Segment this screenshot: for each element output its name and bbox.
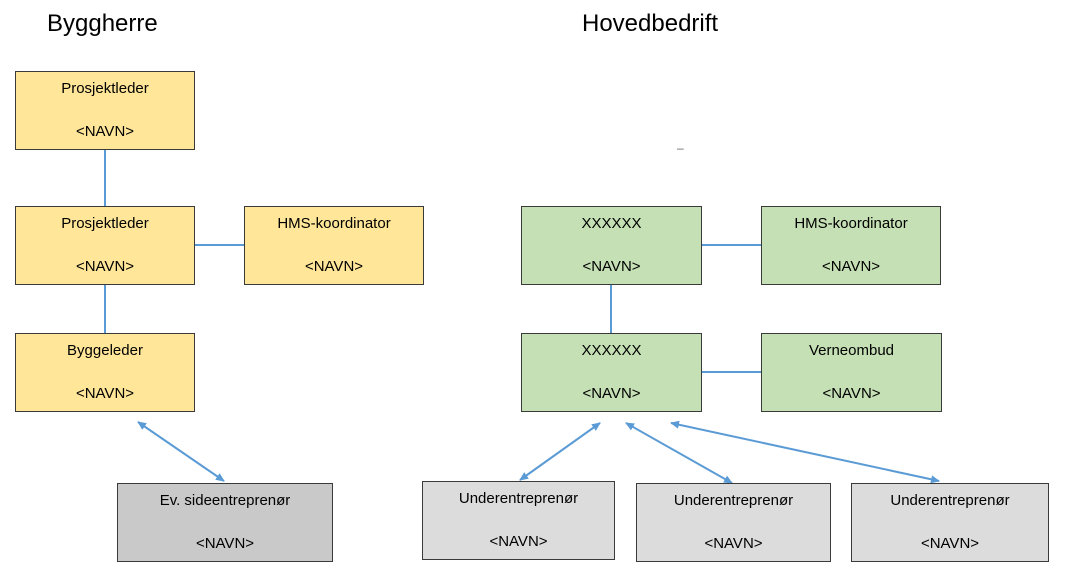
box-prosjektleder-top: Prosjektleder <NAVN> bbox=[15, 71, 195, 150]
box-name: <NAVN> bbox=[822, 385, 881, 402]
box-title: Byggeleder bbox=[67, 342, 143, 359]
box-underentreprenor-2: Underentreprenør <NAVN> bbox=[636, 483, 831, 562]
box-title: Underentreprenør bbox=[890, 492, 1010, 509]
arrow-hovedbedrift-underentreprenor-1 bbox=[519, 422, 601, 481]
box-name: <NAVN> bbox=[489, 533, 548, 550]
box-name: <NAVN> bbox=[821, 258, 881, 275]
box-name: <NAVN> bbox=[704, 535, 763, 552]
box-title: Verneombud bbox=[808, 342, 895, 359]
box-title: XXXXXX bbox=[581, 215, 642, 232]
box-name: <NAVN> bbox=[582, 385, 641, 402]
box-prosjektleder: Prosjektleder <NAVN> bbox=[15, 206, 195, 285]
arrow-hovedbedrift-underentreprenor-3 bbox=[670, 420, 940, 484]
box-title: Underentreprenør bbox=[458, 490, 579, 507]
box-underentreprenor-1: Underentreprenør <NAVN> bbox=[422, 481, 615, 560]
box-name: <NAVN> bbox=[304, 258, 364, 275]
box-title: Ev. sideentreprenør bbox=[159, 492, 291, 509]
arrow-byggeleder-sideentreprenor bbox=[137, 421, 225, 482]
box-byggeleder: Byggeleder <NAVN> bbox=[15, 333, 195, 412]
box-sideentreprenor: Ev. sideentreprenør <NAVN> bbox=[117, 483, 333, 562]
box-hms-koordinator-byggherre: HMS-koordinator <NAVN> bbox=[244, 206, 424, 285]
stray-mark: – bbox=[677, 141, 684, 155]
box-name: <NAVN> bbox=[75, 123, 135, 140]
box-title: HMS-koordinator bbox=[794, 215, 908, 232]
box-xxxxxx: XXXXXX <NAVN> bbox=[521, 333, 702, 412]
box-name: <NAVN> bbox=[920, 535, 980, 552]
heading-hovedbedrift: Hovedbedrift bbox=[582, 10, 719, 37]
box-name: <NAVN> bbox=[582, 258, 641, 275]
box-title: Prosjektleder bbox=[61, 215, 149, 232]
box-xxxxxx-top: XXXXXX <NAVN> bbox=[521, 206, 702, 285]
box-name: <NAVN> bbox=[75, 258, 135, 275]
box-name: <NAVN> bbox=[195, 535, 255, 552]
heading-byggherre: Byggherre bbox=[47, 10, 158, 37]
box-title: HMS-koordinator bbox=[277, 215, 391, 232]
box-name: <NAVN> bbox=[75, 385, 135, 402]
box-hms-koordinator-hovedbedrift: HMS-koordinator <NAVN> bbox=[761, 206, 941, 285]
box-underentreprenor-3: Underentreprenør <NAVN> bbox=[851, 483, 1049, 562]
box-verneombud: Verneombud <NAVN> bbox=[761, 333, 942, 412]
box-title: Underentreprenør bbox=[673, 492, 794, 509]
box-title: Prosjektleder bbox=[61, 80, 149, 97]
box-title: XXXXXX bbox=[581, 342, 642, 359]
